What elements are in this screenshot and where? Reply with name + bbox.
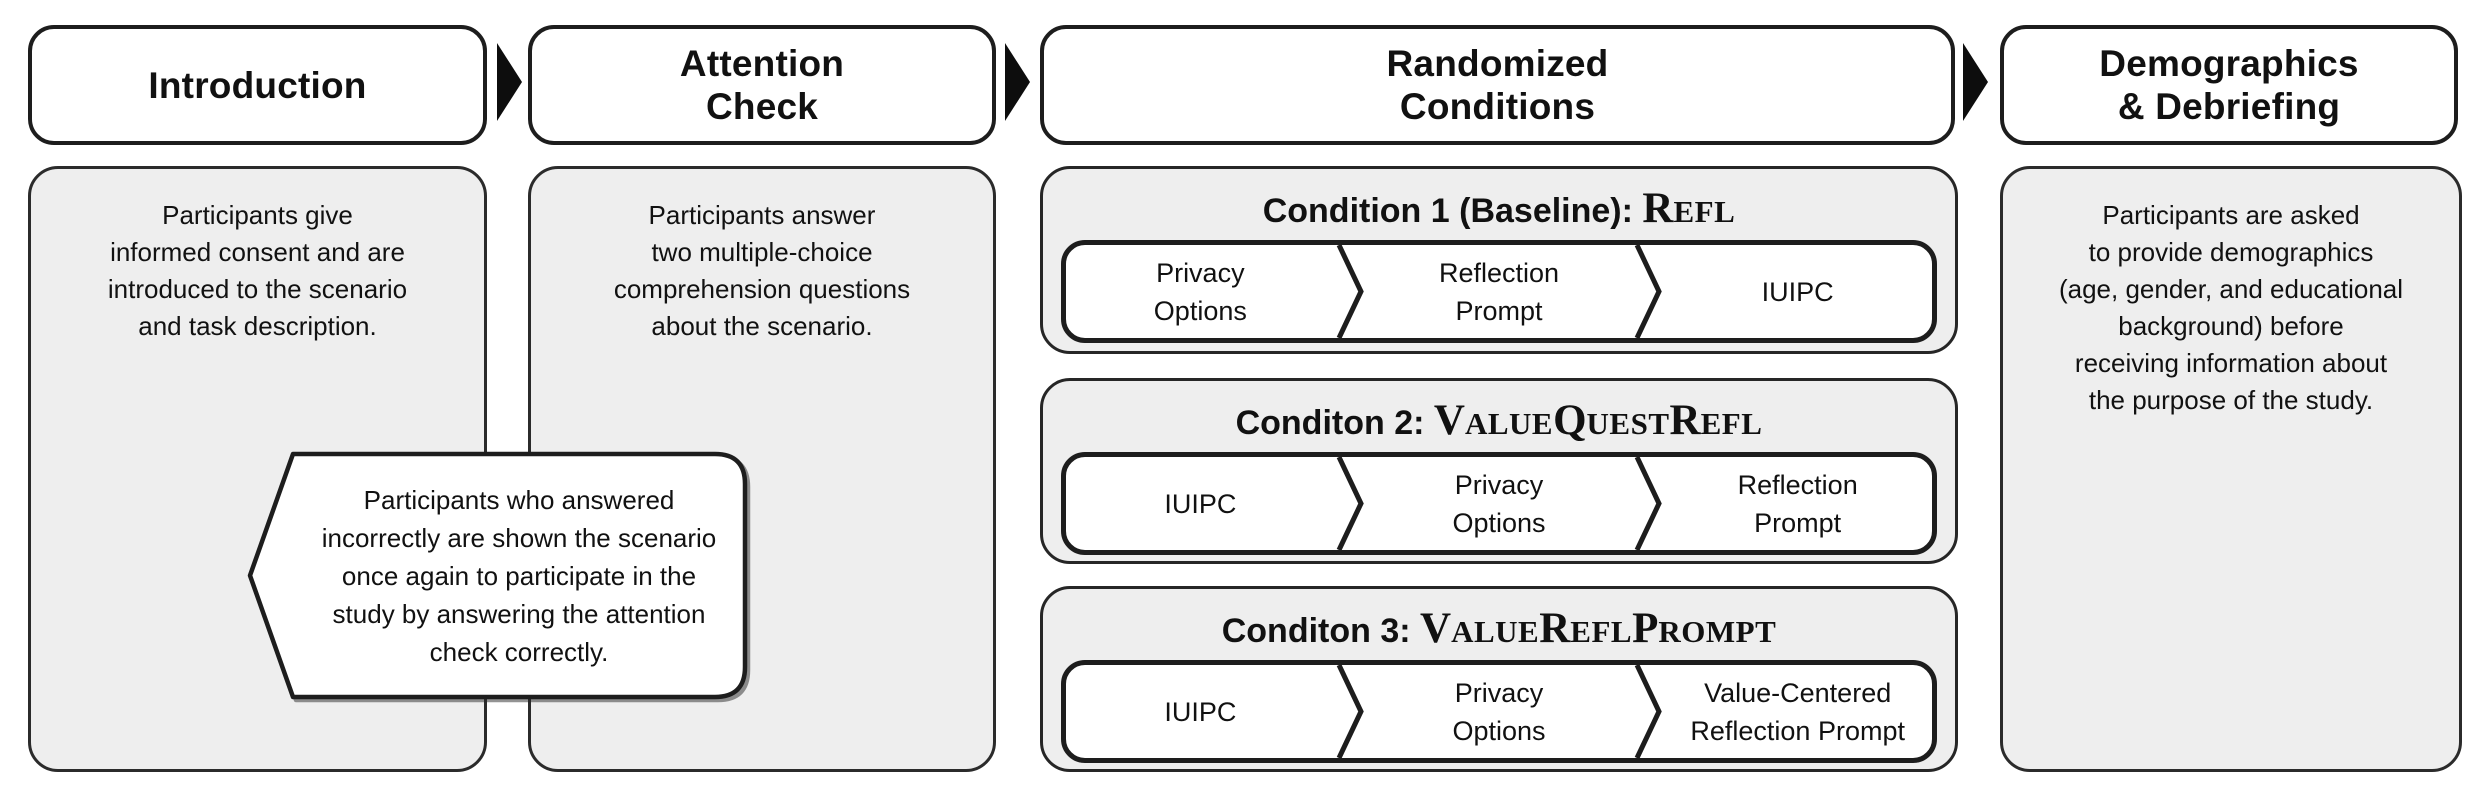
condition-name: V xyxy=(1420,605,1452,652)
condition-2-sequence: IUIPC Privacy Options Reflection Prompt xyxy=(1061,452,1937,555)
condition-3-title: Conditon 3: VALUEREFLPROMPT xyxy=(1061,601,1937,657)
condition-name: UEST xyxy=(1586,406,1670,441)
condition-name: V xyxy=(1433,397,1465,444)
condition-3-sequence: IUIPC Privacy Options Value-Centered Ref… xyxy=(1061,660,1937,763)
retry-callout: Participants who answered incorrectly ar… xyxy=(247,450,749,701)
condition-name: Q xyxy=(1553,397,1587,444)
chevron-divider-icon xyxy=(1633,457,1663,550)
condition-name: EFL xyxy=(1673,194,1736,229)
phase-header-attention-check: Attention Check xyxy=(528,25,996,145)
condition-name: R xyxy=(1539,605,1571,652)
introduction-description: Participants give informed consent and a… xyxy=(107,200,408,341)
sequence-step: Privacy Options xyxy=(1452,469,1546,538)
condition-2-title: Conditon 2: VALUEQUESTREFL xyxy=(1061,393,1937,449)
sequence-step: Privacy Options xyxy=(1153,257,1247,326)
chevron-divider-icon xyxy=(1633,245,1663,338)
condition-name: ALUE xyxy=(1464,406,1554,441)
condition-title-prefix: Condition 1 (Baseline): xyxy=(1262,192,1643,230)
sequence-step: Value-Centered Reflection Prompt xyxy=(1690,677,1905,746)
phase-header-demographics-debriefing: Demographics & Debriefing xyxy=(2000,25,2458,145)
sequence-step: Reflection Prompt xyxy=(1737,469,1858,538)
flow-arrow-icon xyxy=(1005,43,1030,121)
chevron-divider-icon xyxy=(1633,665,1663,758)
flow-arrow-icon xyxy=(1963,43,1988,121)
condition-name: EFL xyxy=(1570,614,1633,649)
sequence-step: IUIPC xyxy=(1164,488,1237,519)
chevron-divider-icon xyxy=(1335,245,1365,338)
condition-2-box: Conditon 2: VALUEQUESTREFL IUIPC Privacy… xyxy=(1040,378,1958,564)
demographics-description: Participants are asked to provide demogr… xyxy=(2058,200,2404,415)
callout-pointer-shape xyxy=(247,451,748,700)
condition-title-prefix: Conditon 3: xyxy=(1221,612,1421,650)
condition-name: R xyxy=(1642,185,1674,232)
sequence-step: IUIPC xyxy=(1164,696,1237,727)
condition-name: EFL xyxy=(1700,406,1763,441)
condition-1-title: Condition 1 (Baseline): REFL xyxy=(1061,181,1937,237)
condition-name: R xyxy=(1669,397,1701,444)
condition-3-box: Conditon 3: VALUEREFLPROMPT IUIPC Privac… xyxy=(1040,586,1958,772)
sequence-step: Privacy Options xyxy=(1452,677,1546,746)
condition-1-box: Condition 1 (Baseline): REFL Privacy Opt… xyxy=(1040,166,1958,354)
demographics-detail-box: Participants are asked to provide demogr… xyxy=(2000,166,2462,772)
retry-callout-text: Participants who answered incorrectly ar… xyxy=(321,484,717,667)
phase-header-randomized-conditions: Randomized Conditions xyxy=(1040,25,1955,145)
condition-name: ALUE xyxy=(1451,614,1540,649)
sequence-step: Reflection Prompt xyxy=(1438,257,1560,326)
flow-arrow-icon xyxy=(497,43,522,121)
attention-check-description: Participants answer two multiple-choice … xyxy=(613,200,911,341)
condition-name: P xyxy=(1632,605,1659,652)
sequence-step: IUIPC xyxy=(1761,276,1834,307)
condition-title-prefix: Conditon 2: xyxy=(1235,404,1434,442)
chevron-divider-icon xyxy=(1335,457,1365,550)
condition-1-sequence: Privacy Options Reflection Prompt IUIPC xyxy=(1061,240,1937,343)
phase-header-introduction: Introduction xyxy=(28,25,487,145)
condition-name: ROMPT xyxy=(1658,614,1777,649)
chevron-divider-icon xyxy=(1335,665,1365,758)
